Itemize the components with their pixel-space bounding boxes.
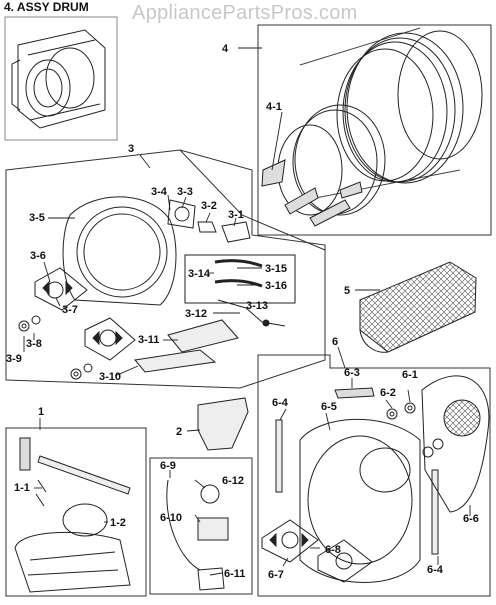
callout-labels: 1 1-1 1-2 2 3 3-1 3-2 3-3 3-4 3-5 3-6 3-… (6, 43, 479, 581)
bracket-2 (197, 397, 249, 451)
callout-3-15: 3-15 (265, 263, 287, 275)
diagram-title: 4. ASSY DRUM (4, 0, 89, 14)
callout-6-10: 6-10 (160, 512, 182, 524)
callout-3-14: 3-14 (188, 268, 211, 280)
callout-3: 3 (128, 143, 134, 155)
assembled-drum-thumbnail (4, 16, 118, 141)
callout-3-13: 3-13 (246, 300, 268, 312)
filter-group-5 (359, 261, 477, 353)
callout-2: 2 (176, 426, 182, 438)
callout-3-9: 3-9 (6, 353, 22, 365)
callout-3-12: 3-12 (185, 308, 207, 320)
callout-3-6: 3-6 (30, 250, 46, 262)
duct-group-1 (5, 427, 147, 597)
callout-3-2: 3-2 (201, 200, 217, 212)
callout-3-8: 3-8 (26, 338, 42, 350)
callout-1-2: 1-2 (110, 517, 126, 529)
callout-5: 5 (344, 285, 350, 297)
watermark: AppliancePartsPros.com (132, 2, 358, 24)
front-frame-group-3 (5, 149, 326, 389)
callout-3-5: 3-5 (29, 212, 45, 224)
callout-3-1: 3-1 (228, 209, 244, 221)
drum-group-4 (257, 24, 492, 236)
callout-6-1: 6-1 (402, 369, 418, 381)
callout-6-7: 6-7 (268, 569, 284, 581)
callout-6-6: 6-6 (463, 513, 479, 525)
callout-3-11: 3-11 (138, 334, 159, 346)
callout-4: 4 (222, 43, 229, 55)
callout-6-11: 6-11 (224, 568, 245, 580)
callout-6-5: 6-5 (321, 401, 337, 413)
callout-3-16: 3-16 (265, 280, 287, 292)
callout-4-1: 4-1 (266, 101, 282, 113)
callout-1: 1 (38, 406, 44, 418)
callout-6-4a: 6-4 (272, 397, 289, 409)
callout-6-3: 6-3 (344, 367, 360, 379)
leader-lines (23, 47, 471, 576)
callout-1-1: 1-1 (14, 482, 30, 494)
callout-3-3: 3-3 (177, 186, 193, 198)
rear-frame-group-6 (149, 354, 491, 597)
callout-6-9: 6-9 (160, 460, 176, 472)
callout-6-8: 6-8 (325, 544, 341, 556)
callout-3-10: 3-10 (99, 371, 121, 383)
callout-3-4: 3-4 (151, 186, 168, 198)
callout-6-4b: 6-4 (427, 564, 444, 576)
callout-6: 6 (332, 336, 338, 348)
callout-6-12: 6-12 (222, 475, 244, 487)
callout-6-2: 6-2 (380, 387, 396, 399)
callout-3-7: 3-7 (62, 304, 78, 316)
